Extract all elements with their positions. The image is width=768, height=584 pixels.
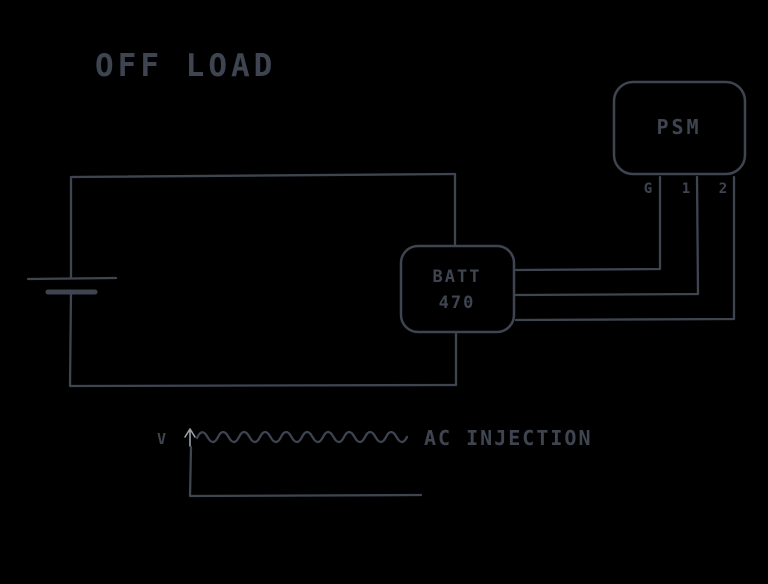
wire-terminal-2: [514, 175, 736, 322]
ac-sine-wave: [195, 430, 409, 444]
diagram-title: OFF LOAD: [95, 48, 276, 84]
wire-terminal-1: [514, 175, 700, 297]
main-loop-wires: [68, 172, 458, 388]
wire-top: [69, 172, 457, 280]
batt-box-value: 470: [439, 293, 476, 313]
wire-terminal-g: [514, 175, 662, 272]
up-arrow-icon: [184, 428, 196, 447]
wire-bottom-left: [68, 290, 458, 388]
psm-terminal-g-label: G: [644, 181, 652, 197]
batt-box-label: BATT: [433, 267, 482, 287]
psm-terminal-1-label: 1: [682, 181, 690, 197]
psm-module: PSM G 1 2: [612, 80, 747, 197]
psm-box-label: PSM: [656, 115, 701, 139]
batt-box: BATT 470: [399, 244, 516, 334]
ac-injection-section: V AC INJECTION: [157, 426, 593, 498]
battery-symbol: [26, 276, 118, 295]
psm-box-outline: [612, 80, 747, 176]
probe-wire: [188, 445, 423, 498]
ac-injection-label: AC INJECTION: [424, 426, 593, 450]
batt-box-outline: [399, 244, 516, 334]
voltage-label: V: [157, 430, 166, 448]
psm-to-batt-wires: [514, 175, 736, 322]
psm-terminal-2-label: 2: [719, 181, 727, 197]
